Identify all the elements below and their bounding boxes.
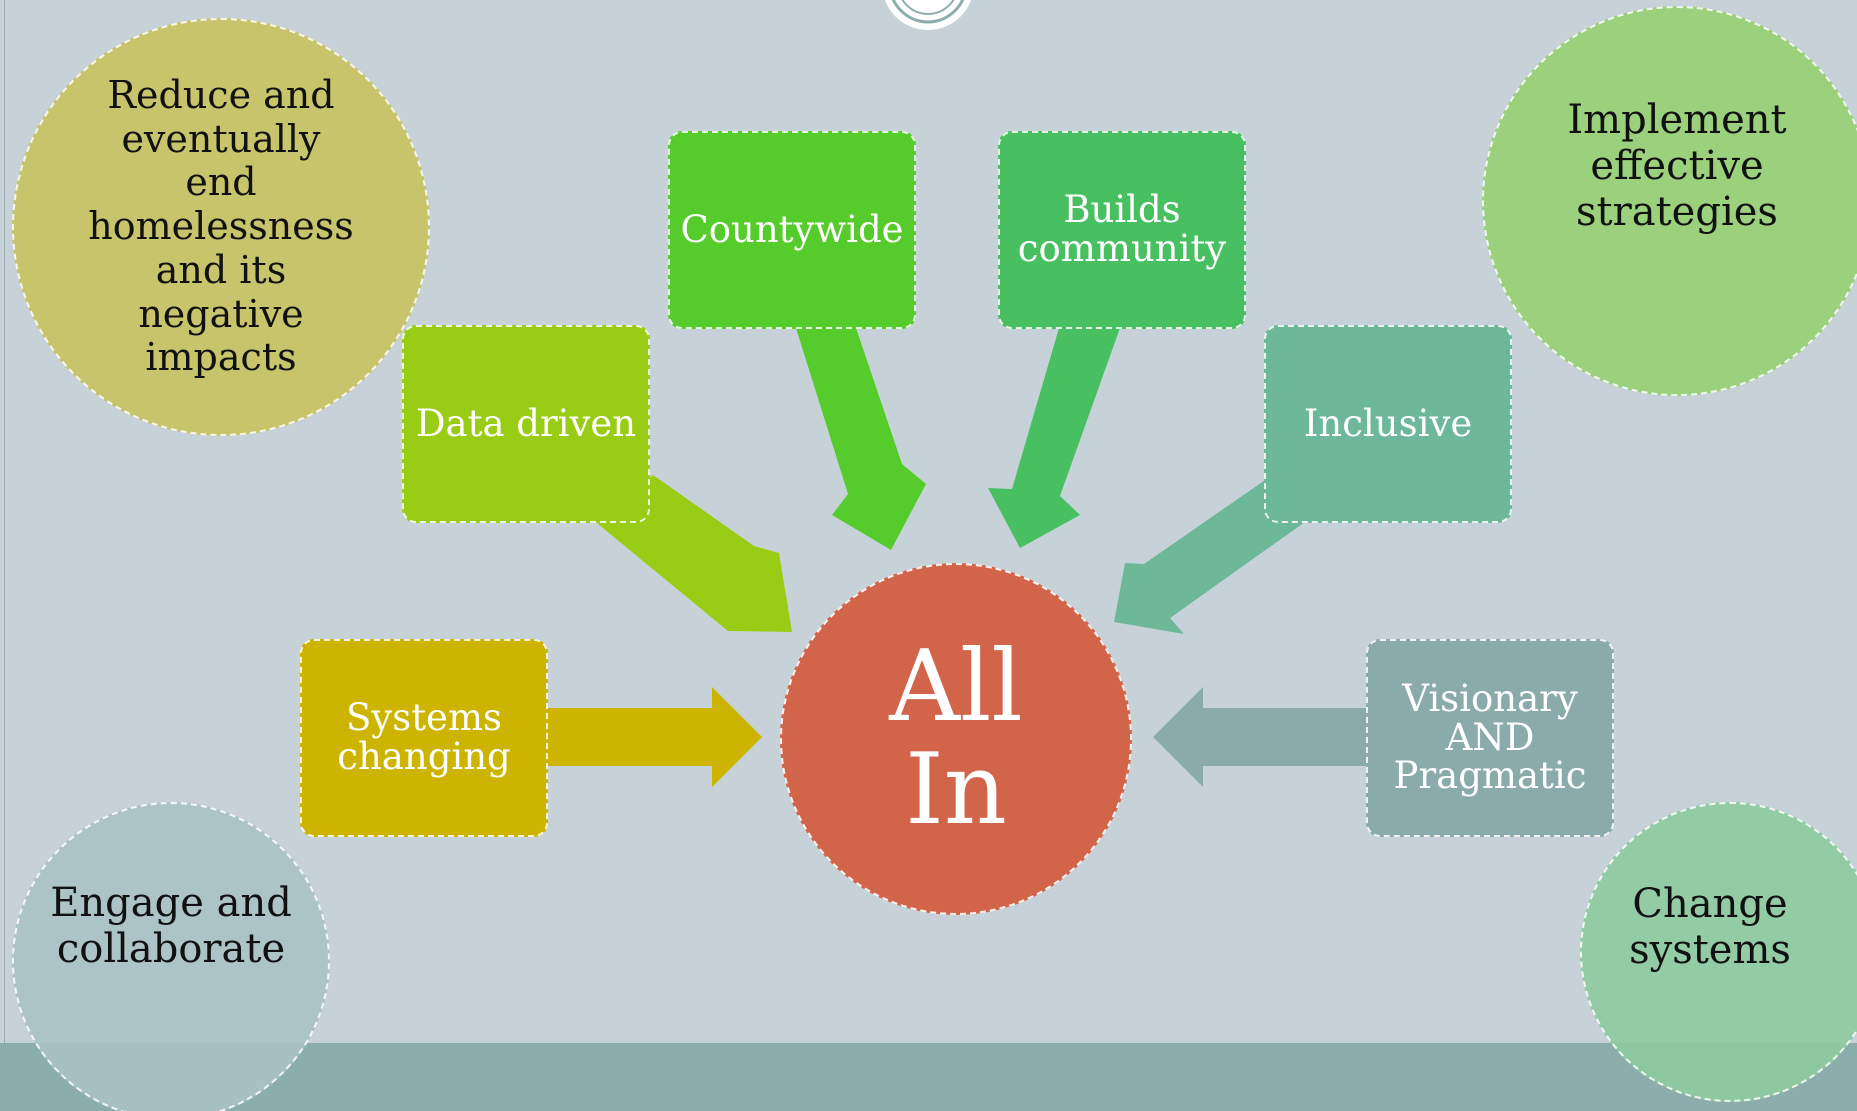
center-label-line2: In	[905, 733, 1007, 847]
value-box-data-driven: Data driven	[402, 325, 650, 523]
value-text-line: AND	[1445, 715, 1535, 759]
goal-text-line: effective	[1590, 143, 1764, 189]
goal-text-line: impacts	[145, 335, 297, 380]
arrow-visionary	[1153, 687, 1368, 787]
goal-text-line: end	[185, 160, 257, 205]
value-text-line: Visionary	[1402, 676, 1578, 720]
arrow-inclusive	[1114, 478, 1305, 634]
goal-text-line: Implement	[1567, 97, 1787, 143]
arrow-systems-changing	[547, 687, 762, 787]
goal-circle-engage-collaborate: Engage and collaborate	[12, 802, 330, 1111]
value-text-line: Data driven	[415, 401, 637, 445]
goal-text-line: Engage and	[50, 880, 292, 926]
goal-text-line: eventually	[121, 116, 321, 161]
goal-text-line: negative	[138, 291, 304, 336]
goal-text-line: strategies	[1576, 189, 1778, 235]
center-label-line1: All	[889, 630, 1023, 745]
goal-text-line: homelessness	[88, 204, 354, 249]
value-box-countywide: Countywide	[668, 131, 916, 329]
goal-circle-change-systems: Change systems	[1580, 802, 1857, 1102]
value-text-line: changing	[337, 735, 511, 778]
value-box-visionary-pragmatic: Visionary AND Pragmatic	[1366, 639, 1614, 837]
value-text-line: Inclusive	[1303, 401, 1473, 445]
value-text-line: Pragmatic	[1393, 754, 1587, 798]
value-box-systems-changing: Systems changing	[300, 639, 548, 837]
center-circle-all-in: All In	[780, 563, 1132, 915]
goal-text-line: collaborate	[56, 926, 286, 972]
value-text-line: Countywide	[680, 207, 904, 251]
value-text-line: community	[1017, 227, 1227, 270]
goal-text-line: Change	[1632, 881, 1788, 927]
arrow-countywide	[795, 325, 926, 550]
value-box-inclusive: Inclusive	[1264, 325, 1512, 523]
value-box-builds-community: Builds community	[998, 131, 1246, 329]
arrow-builds-community	[988, 328, 1120, 548]
goal-text-line: Reduce and	[107, 73, 335, 118]
slide-left-border	[4, 0, 5, 1111]
goal-text-line: systems	[1629, 927, 1791, 973]
goal-circle-implement-strategies: Implement effective strategies	[1482, 6, 1857, 396]
value-text-line: Builds	[1063, 188, 1181, 232]
value-text-line: Systems	[345, 696, 503, 740]
top-emblem-icon	[884, 0, 972, 30]
goal-circle-reduce-homelessness: Reduce and eventually end homelessness a…	[12, 18, 430, 436]
footer-band	[0, 1043, 1857, 1111]
goal-text-line: and its	[155, 247, 287, 292]
